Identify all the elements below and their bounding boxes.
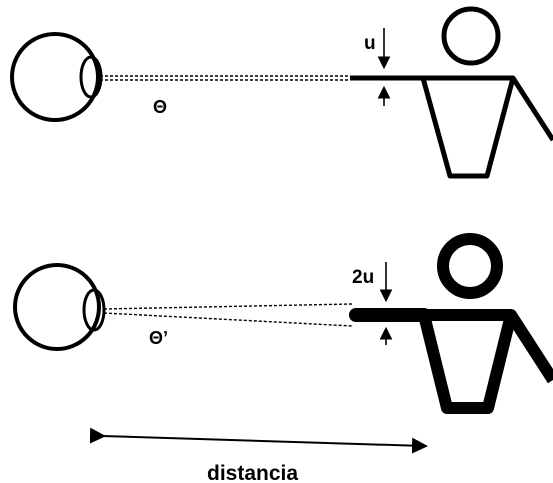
top-person-icon — [420, 6, 553, 179]
bottom-sight-lines — [103, 303, 353, 327]
bottom-angle-label: Θ’ — [149, 328, 168, 348]
bottom-person-icon — [418, 233, 553, 414]
top-person-body — [420, 75, 516, 179]
bottom-eye-icon — [13, 263, 106, 351]
top-scene: u Θ — [10, 6, 553, 179]
bottom-person-arm-right — [505, 311, 553, 384]
top-size-label: u — [364, 33, 376, 54]
bottom-size-label: 2u — [352, 267, 374, 288]
bottom-scene: 2u Θ’ — [13, 233, 553, 414]
top-angle-label: Θ — [153, 97, 167, 117]
top-person-arm-right — [510, 76, 553, 142]
distance-indicator: distancia — [89, 427, 428, 483]
top-person-head — [441, 6, 501, 66]
top-sight-lines — [100, 75, 350, 81]
distance-arrow — [89, 427, 428, 454]
bottom-person-head — [437, 233, 503, 299]
bottom-person-body — [418, 309, 517, 414]
top-eye-icon — [10, 32, 103, 122]
distance-label: distancia — [207, 462, 298, 483]
